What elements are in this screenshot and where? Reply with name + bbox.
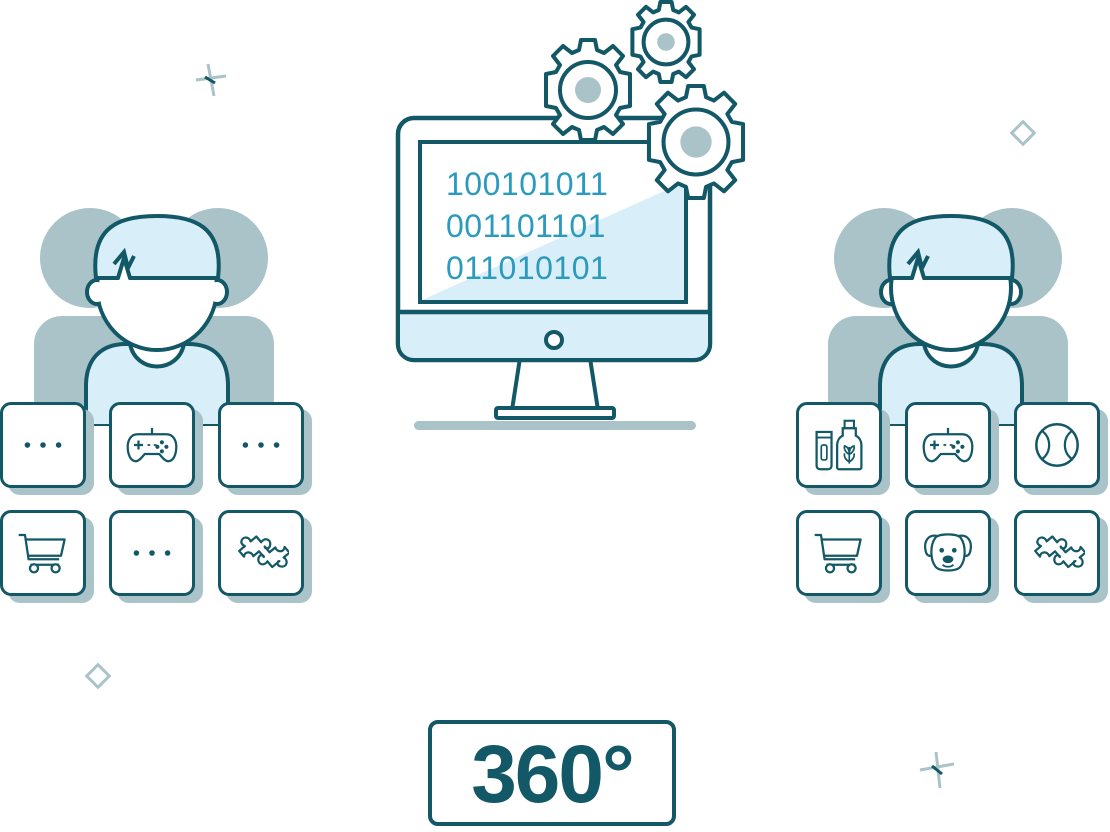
binary-code-display: 100101011 001101101 011010101 [446,163,608,289]
tile-gaming [905,402,999,495]
tile-more [109,510,203,603]
shopping-cart-icon [812,530,866,576]
binary-line: 001101101 [446,208,606,244]
user-group-right [828,208,1068,426]
sparkle-diamond-icon [1009,119,1037,147]
binary-line: 100101011 [446,166,609,202]
tile-puzzle [1014,510,1108,603]
gear-medium [544,38,632,142]
tile-cosmetics [796,402,890,495]
shopping-cart-icon [16,530,70,576]
puzzle-icon [1029,525,1085,581]
gamepad-icon [125,425,179,465]
sparkle-diamond-icon [84,662,112,690]
tile-sports [1014,402,1108,495]
user-group-left [34,208,274,426]
more-dots-icon [17,436,69,454]
gear-large [649,86,743,198]
sparkle-cross-icon [195,63,227,97]
badge-360: 360° [428,720,676,826]
more-dots-icon [126,544,178,562]
more-dots-icon [235,436,287,454]
puzzle-icon [233,525,289,581]
tile-shopping [796,510,890,603]
ball-icon [1030,418,1084,472]
tile-pets [905,510,999,603]
dog-icon [921,528,975,578]
gamepad-icon [921,425,975,465]
tile-more [218,402,312,495]
tile-gaming [109,402,203,495]
gear-small [632,2,699,82]
tile-puzzle [218,510,312,603]
tile-more [0,402,94,495]
gears-icon [544,0,770,212]
badge-label: 360° [471,729,635,820]
computer-monitor-icon [395,115,713,430]
sparkle-cross-icon [919,751,955,789]
tile-shopping [0,510,94,603]
cosmetics-icon [811,418,867,472]
binary-line: 011010101 [446,250,609,286]
